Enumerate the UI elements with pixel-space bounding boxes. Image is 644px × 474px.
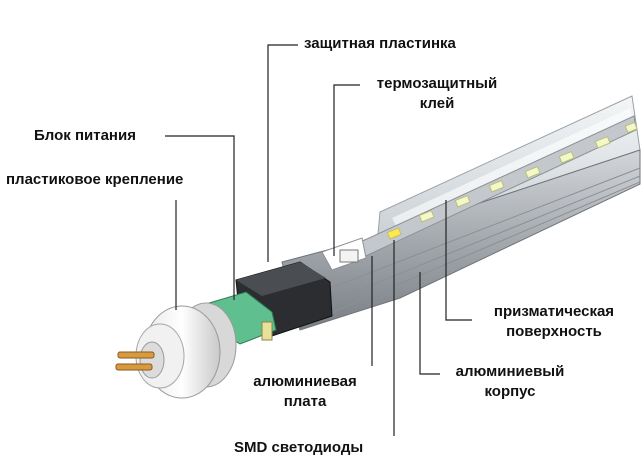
label-aluminum-body-line2: корпус — [484, 383, 536, 400]
leader-line-protective-plate — [267, 44, 298, 262]
label-protective-plate: защитная пластинка — [304, 35, 456, 52]
leader-line-aluminum-body — [419, 272, 440, 375]
label-prismatic-surface-line2: поверхность — [506, 323, 602, 340]
smd-led — [594, 135, 611, 149]
power-unit-top — [236, 262, 326, 296]
leader-lines — [165, 44, 472, 436]
label-smd-leds: SMD светодиоды — [234, 439, 364, 456]
label-prismatic-surface: призматическая поверхность — [470, 302, 638, 342]
label-aluminum-body-line1: алюминиевый — [455, 363, 565, 380]
smd-led — [558, 150, 575, 164]
end-cap-inner — [139, 341, 165, 379]
smd-led — [488, 179, 505, 193]
label-aluminum-board-line2: плата — [283, 393, 327, 410]
glass-tube-highlight — [392, 108, 632, 226]
smd-led — [524, 165, 541, 179]
pin — [115, 363, 153, 371]
label-thermal-glue-line1: термозащитный — [376, 75, 498, 92]
smd-led — [386, 227, 402, 240]
label-aluminum-body: алюминиевый корпус — [440, 362, 580, 402]
label-aluminum-board: алюминиевая плата — [246, 372, 364, 412]
label-power-unit: Блок питания — [34, 127, 136, 144]
pins — [115, 351, 155, 371]
smd-led-row — [386, 121, 638, 240]
circuit-board-pin — [261, 321, 273, 341]
leader-line-power-unit — [165, 135, 235, 300]
leader-line-thermal-glue — [333, 84, 360, 256]
label-thermal-glue: термозащитный клей — [362, 74, 512, 114]
smd-led — [454, 194, 471, 208]
label-thermal-glue-line2: клей — [419, 95, 455, 112]
label-prismatic-surface-line1: призматическая — [493, 303, 615, 320]
aluminum-ribs — [299, 167, 641, 323]
smd-led — [418, 209, 435, 223]
label-plastic-mount: пластиковое крепление — [6, 171, 184, 188]
label-aluminum-board-line1: алюминиевая — [253, 373, 357, 390]
leader-line-prismatic-surface — [445, 200, 472, 321]
thermal-glue-block — [339, 249, 359, 263]
pin — [117, 351, 155, 359]
smd-led — [624, 121, 638, 134]
